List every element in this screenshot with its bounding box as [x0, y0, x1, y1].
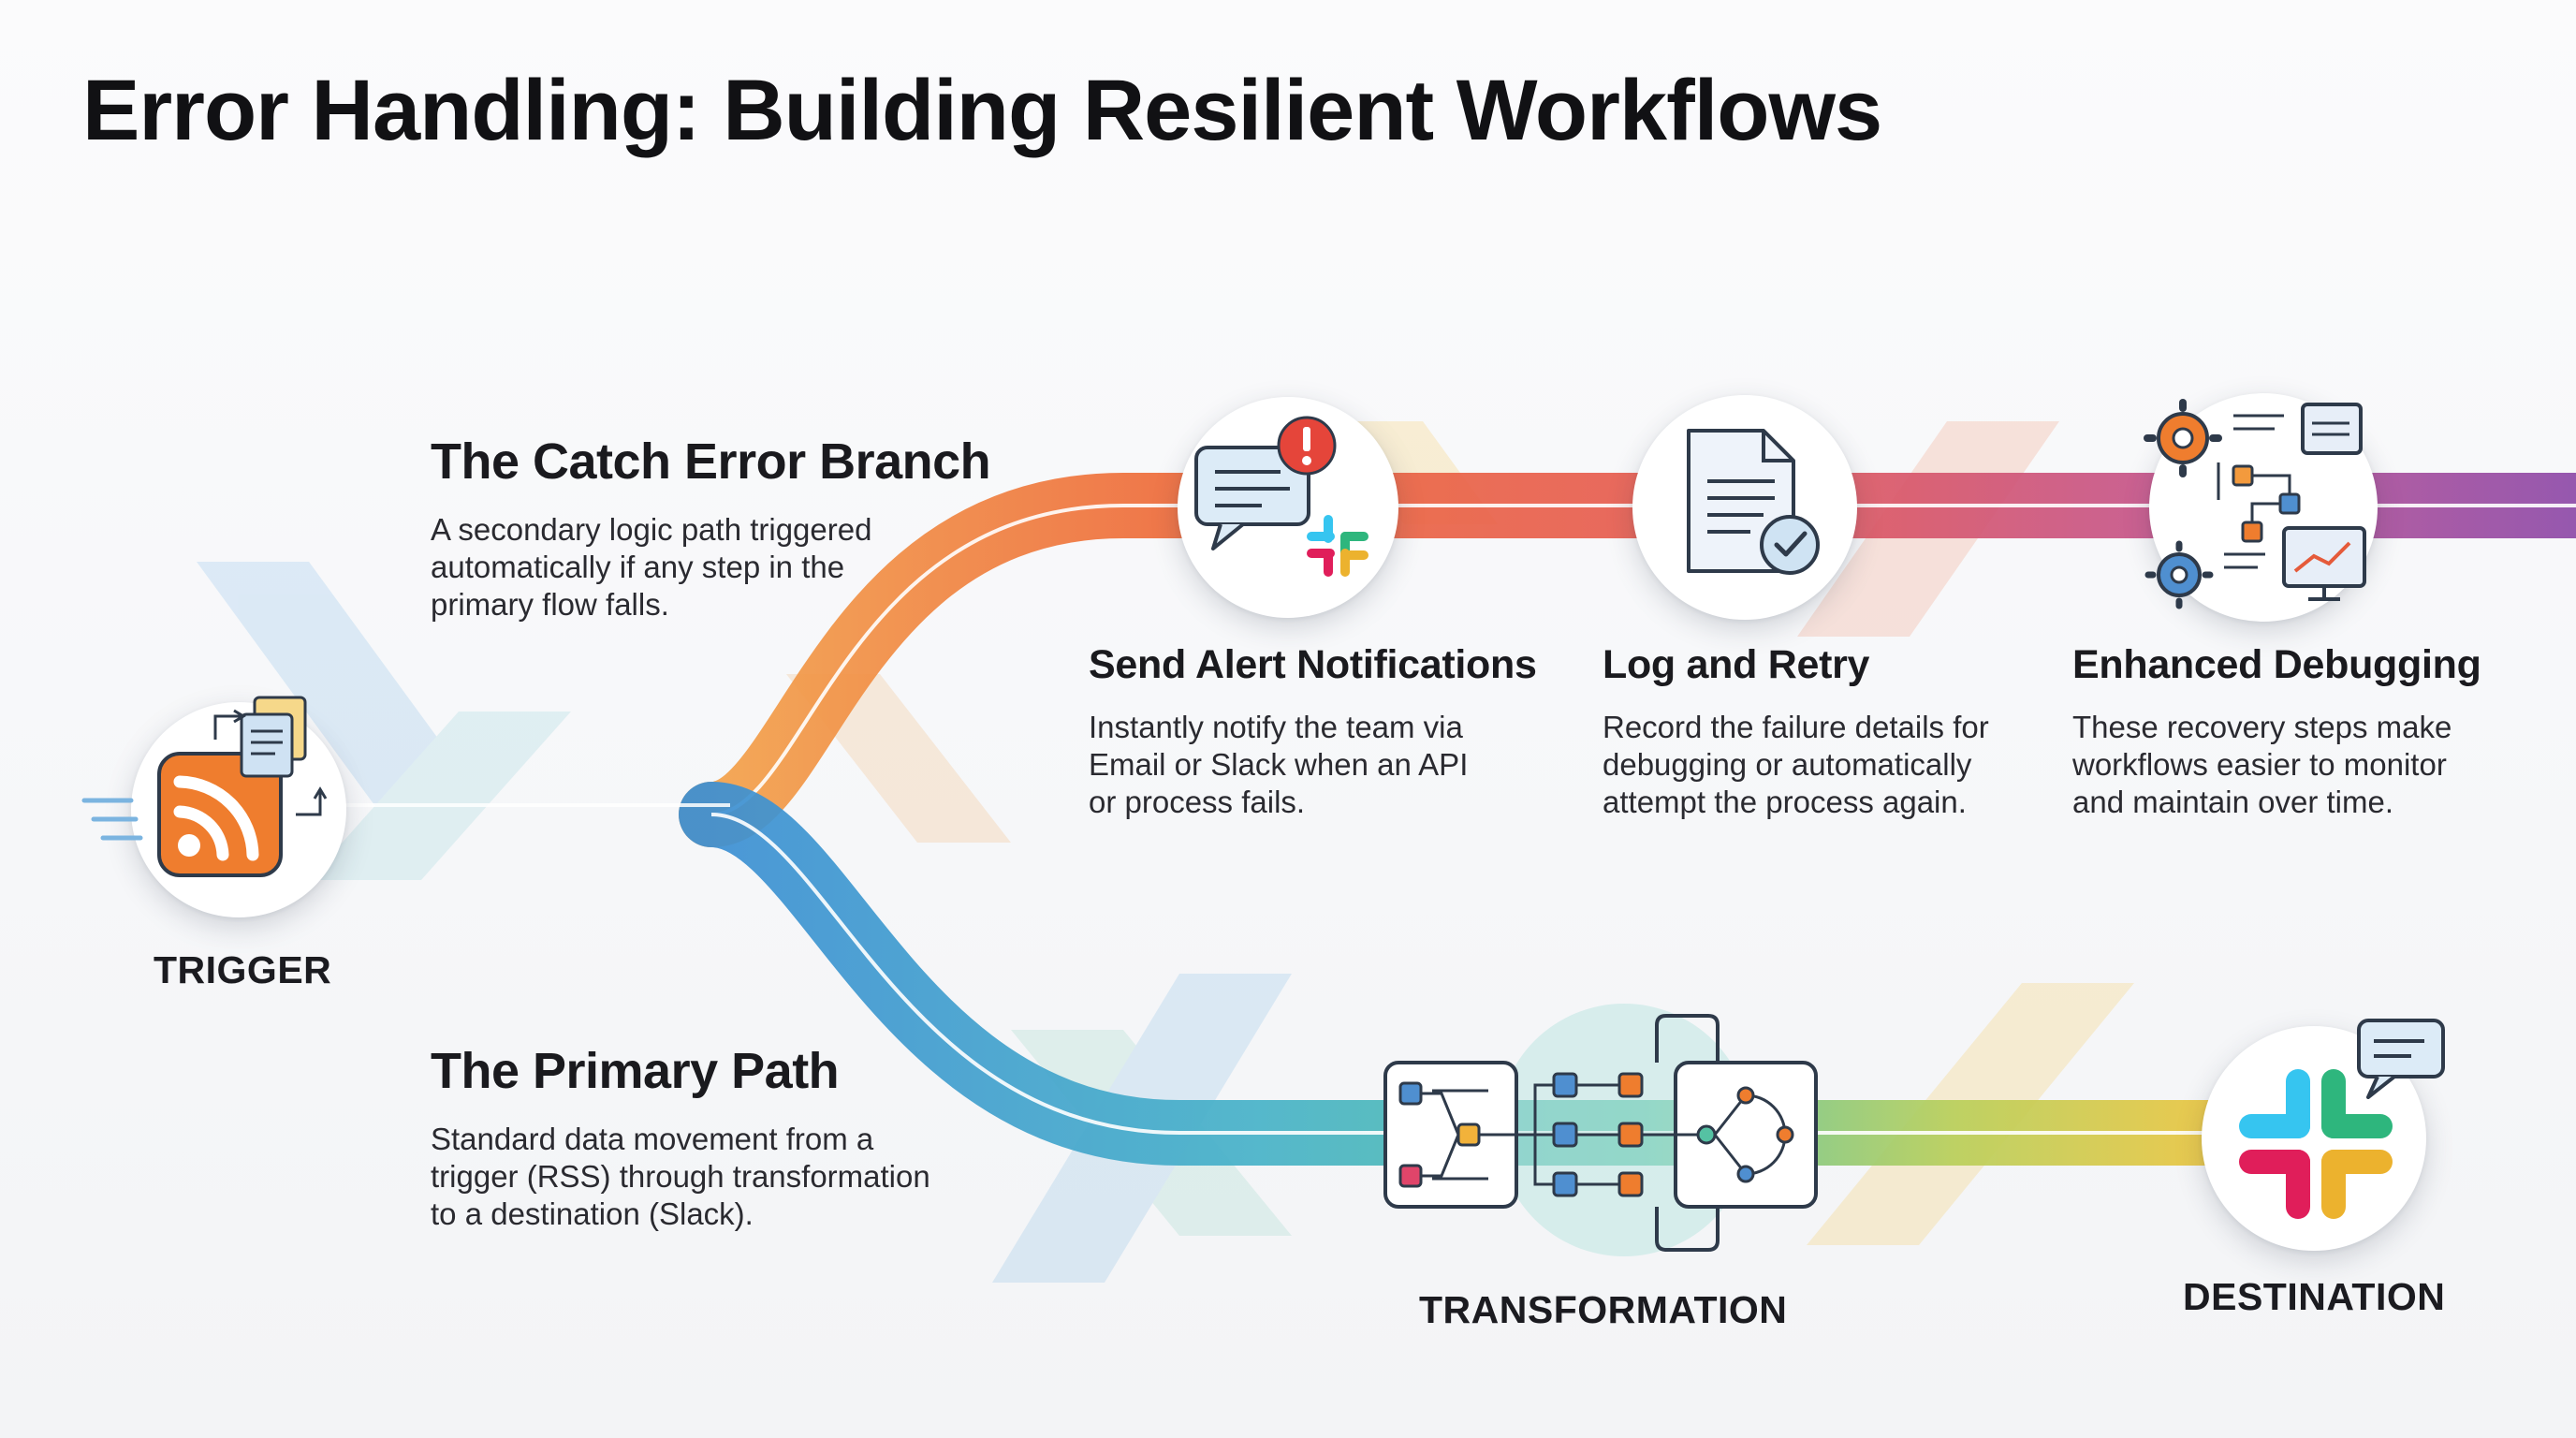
destination-label: DESTINATION [2183, 1275, 2446, 1318]
log-document-check-icon [1687, 429, 1820, 575]
catch-branch-description: A secondary logic path triggered automat… [431, 511, 1086, 624]
step-line: These recovery steps make [2072, 710, 2452, 744]
step-line: debugging or automatically [1603, 747, 1972, 782]
catch-branch-line: A secondary logic path triggered [431, 512, 872, 547]
catch-branch-heading: The Catch Error Branch [431, 433, 991, 490]
step-line: Record the failure details for [1603, 710, 1989, 744]
primary-path-description: Standard data movement from a trigger (R… [431, 1121, 1086, 1233]
step-description: Instantly notify the team via Email or S… [1089, 709, 1575, 821]
page-title: Error Handling: Building Resilient Workf… [82, 63, 1882, 158]
step-enhanced-debugging: Enhanced Debugging These recovery steps … [2072, 642, 2559, 821]
alert-message-icon [1194, 416, 1368, 577]
primary-path-line: Standard data movement from a [431, 1122, 874, 1156]
catch-branch-line: primary flow falls. [431, 587, 669, 622]
step-line: or process fails. [1089, 785, 1306, 819]
step-description: These recovery steps make workflows easi… [2072, 709, 2559, 821]
step-title: Enhanced Debugging [2072, 642, 2481, 687]
step-log-retry: Log and Retry Record the failure details… [1603, 642, 2089, 821]
catch-branch-line: automatically if any step in the [431, 550, 845, 584]
step-send-alert: Send Alert Notifications Instantly notif… [1089, 642, 1575, 821]
step-line: workflows easier to monitor [2072, 747, 2447, 782]
workflow-nodes-icon [1383, 1014, 1818, 1252]
step-description: Record the failure details for debugging… [1603, 709, 2089, 821]
slack-icon [2239, 1019, 2445, 1219]
step-title: Send Alert Notifications [1089, 642, 1537, 687]
step-line: and maintain over time. [2072, 785, 2394, 819]
primary-path-section: The Primary Path Standard data movement … [431, 1042, 1086, 1233]
step-line: Instantly notify the team via [1089, 710, 1463, 744]
step-title: Log and Retry [1603, 642, 1870, 687]
primary-path-heading: The Primary Path [431, 1043, 840, 1099]
transformation-label: TRANSFORMATION [1419, 1288, 1788, 1331]
step-line: Email or Slack when an API [1089, 747, 1469, 782]
debug-gears-icon [2144, 399, 2366, 609]
primary-path-line: to a destination (Slack). [431, 1196, 754, 1231]
primary-path-line: trigger (RSS) through transformation [431, 1159, 930, 1194]
step-line: attempt the process again. [1603, 785, 1967, 819]
catch-branch-section: The Catch Error Branch A secondary logic… [431, 433, 1086, 624]
trigger-label: TRIGGER [154, 948, 332, 991]
rss-icon [81, 696, 328, 877]
